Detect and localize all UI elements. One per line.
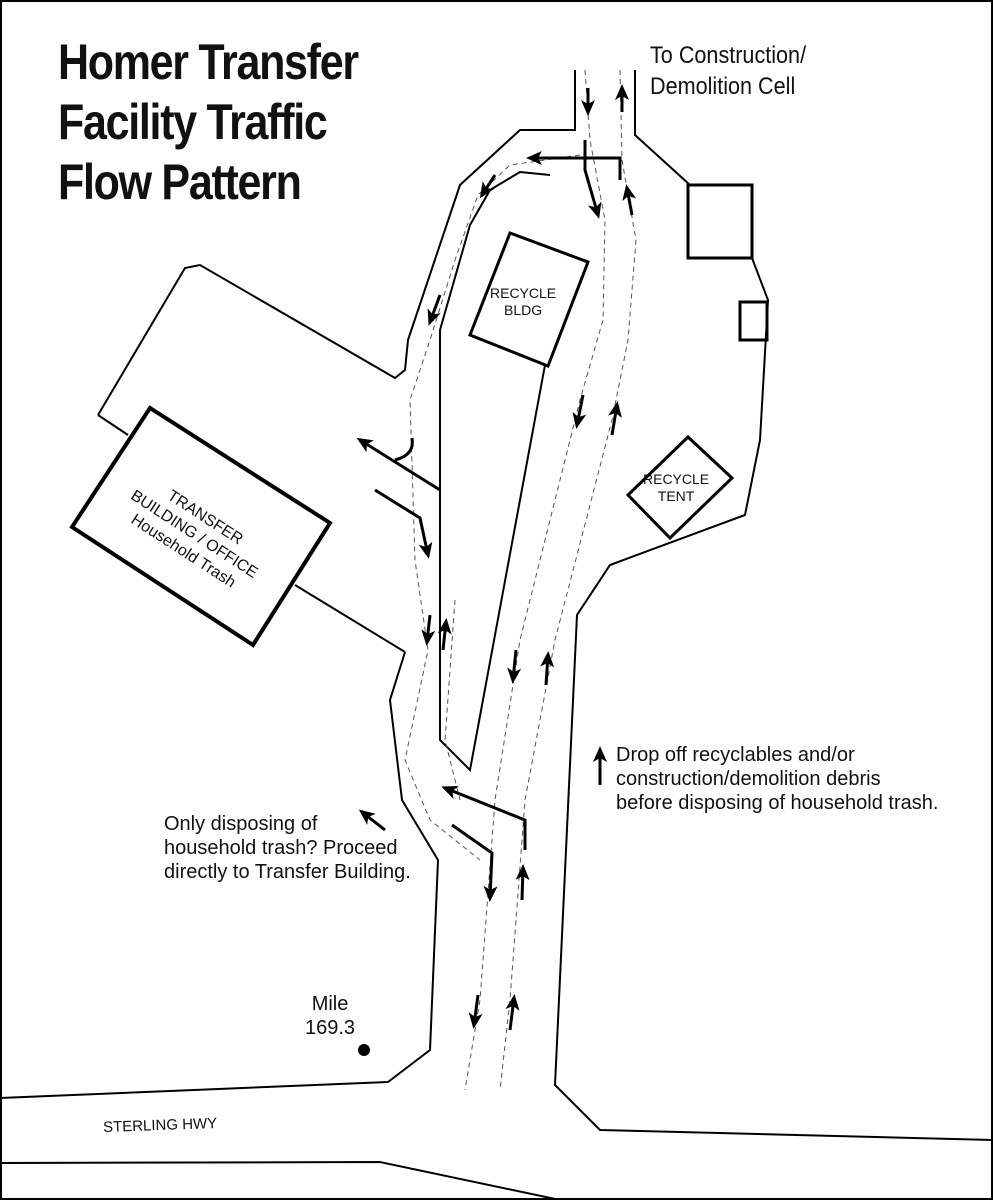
building-square <box>686 183 754 260</box>
recycle-tent <box>625 434 735 541</box>
destination-line: Demolition Cell <box>650 73 796 100</box>
recycle-bldg-label: RECYCLE BLDG <box>490 285 556 319</box>
map-title: Homer Transfer Facility Traffic Flow Pat… <box>58 32 359 212</box>
note-line: Drop off recyclables and/or <box>616 744 855 766</box>
milepost-value: 169.3 <box>305 1017 356 1039</box>
destination-label: To Construction/ Demolition Cell <box>650 40 806 102</box>
title-line: Flow Pattern <box>58 154 302 210</box>
note-line: household trash? Proceed <box>164 837 398 859</box>
recycle-building <box>468 231 590 368</box>
building-small <box>738 300 769 342</box>
note-line: Only disposing of <box>164 813 318 835</box>
recycle-note: Drop off recyclables and/or construction… <box>616 743 938 815</box>
recycle-tent-label: RECYCLE TENT <box>643 471 709 505</box>
note-line: directly to Transfer Building. <box>164 861 411 883</box>
household-note: Only disposing of household trash? Proce… <box>164 812 411 884</box>
label-line: BLDG <box>504 302 543 318</box>
flow-arrows <box>356 84 637 1031</box>
label-line: RECYCLE <box>490 285 557 301</box>
milepost-text: Mile <box>311 993 349 1015</box>
label-line: TENT <box>657 488 695 504</box>
milepost-label: Mile 169.3 <box>305 992 355 1040</box>
transfer-building <box>69 405 333 648</box>
label-line: RECYCLE <box>643 471 710 487</box>
title-line: Homer Transfer <box>58 34 359 90</box>
note-line: construction/demolition debris <box>616 768 881 790</box>
road-outlines <box>0 70 993 1200</box>
title-line: Facility Traffic <box>58 94 328 150</box>
destination-line: To Construction/ <box>650 42 807 69</box>
note-line: before disposing of household trash. <box>616 792 939 814</box>
milepost-marker <box>358 1044 370 1056</box>
